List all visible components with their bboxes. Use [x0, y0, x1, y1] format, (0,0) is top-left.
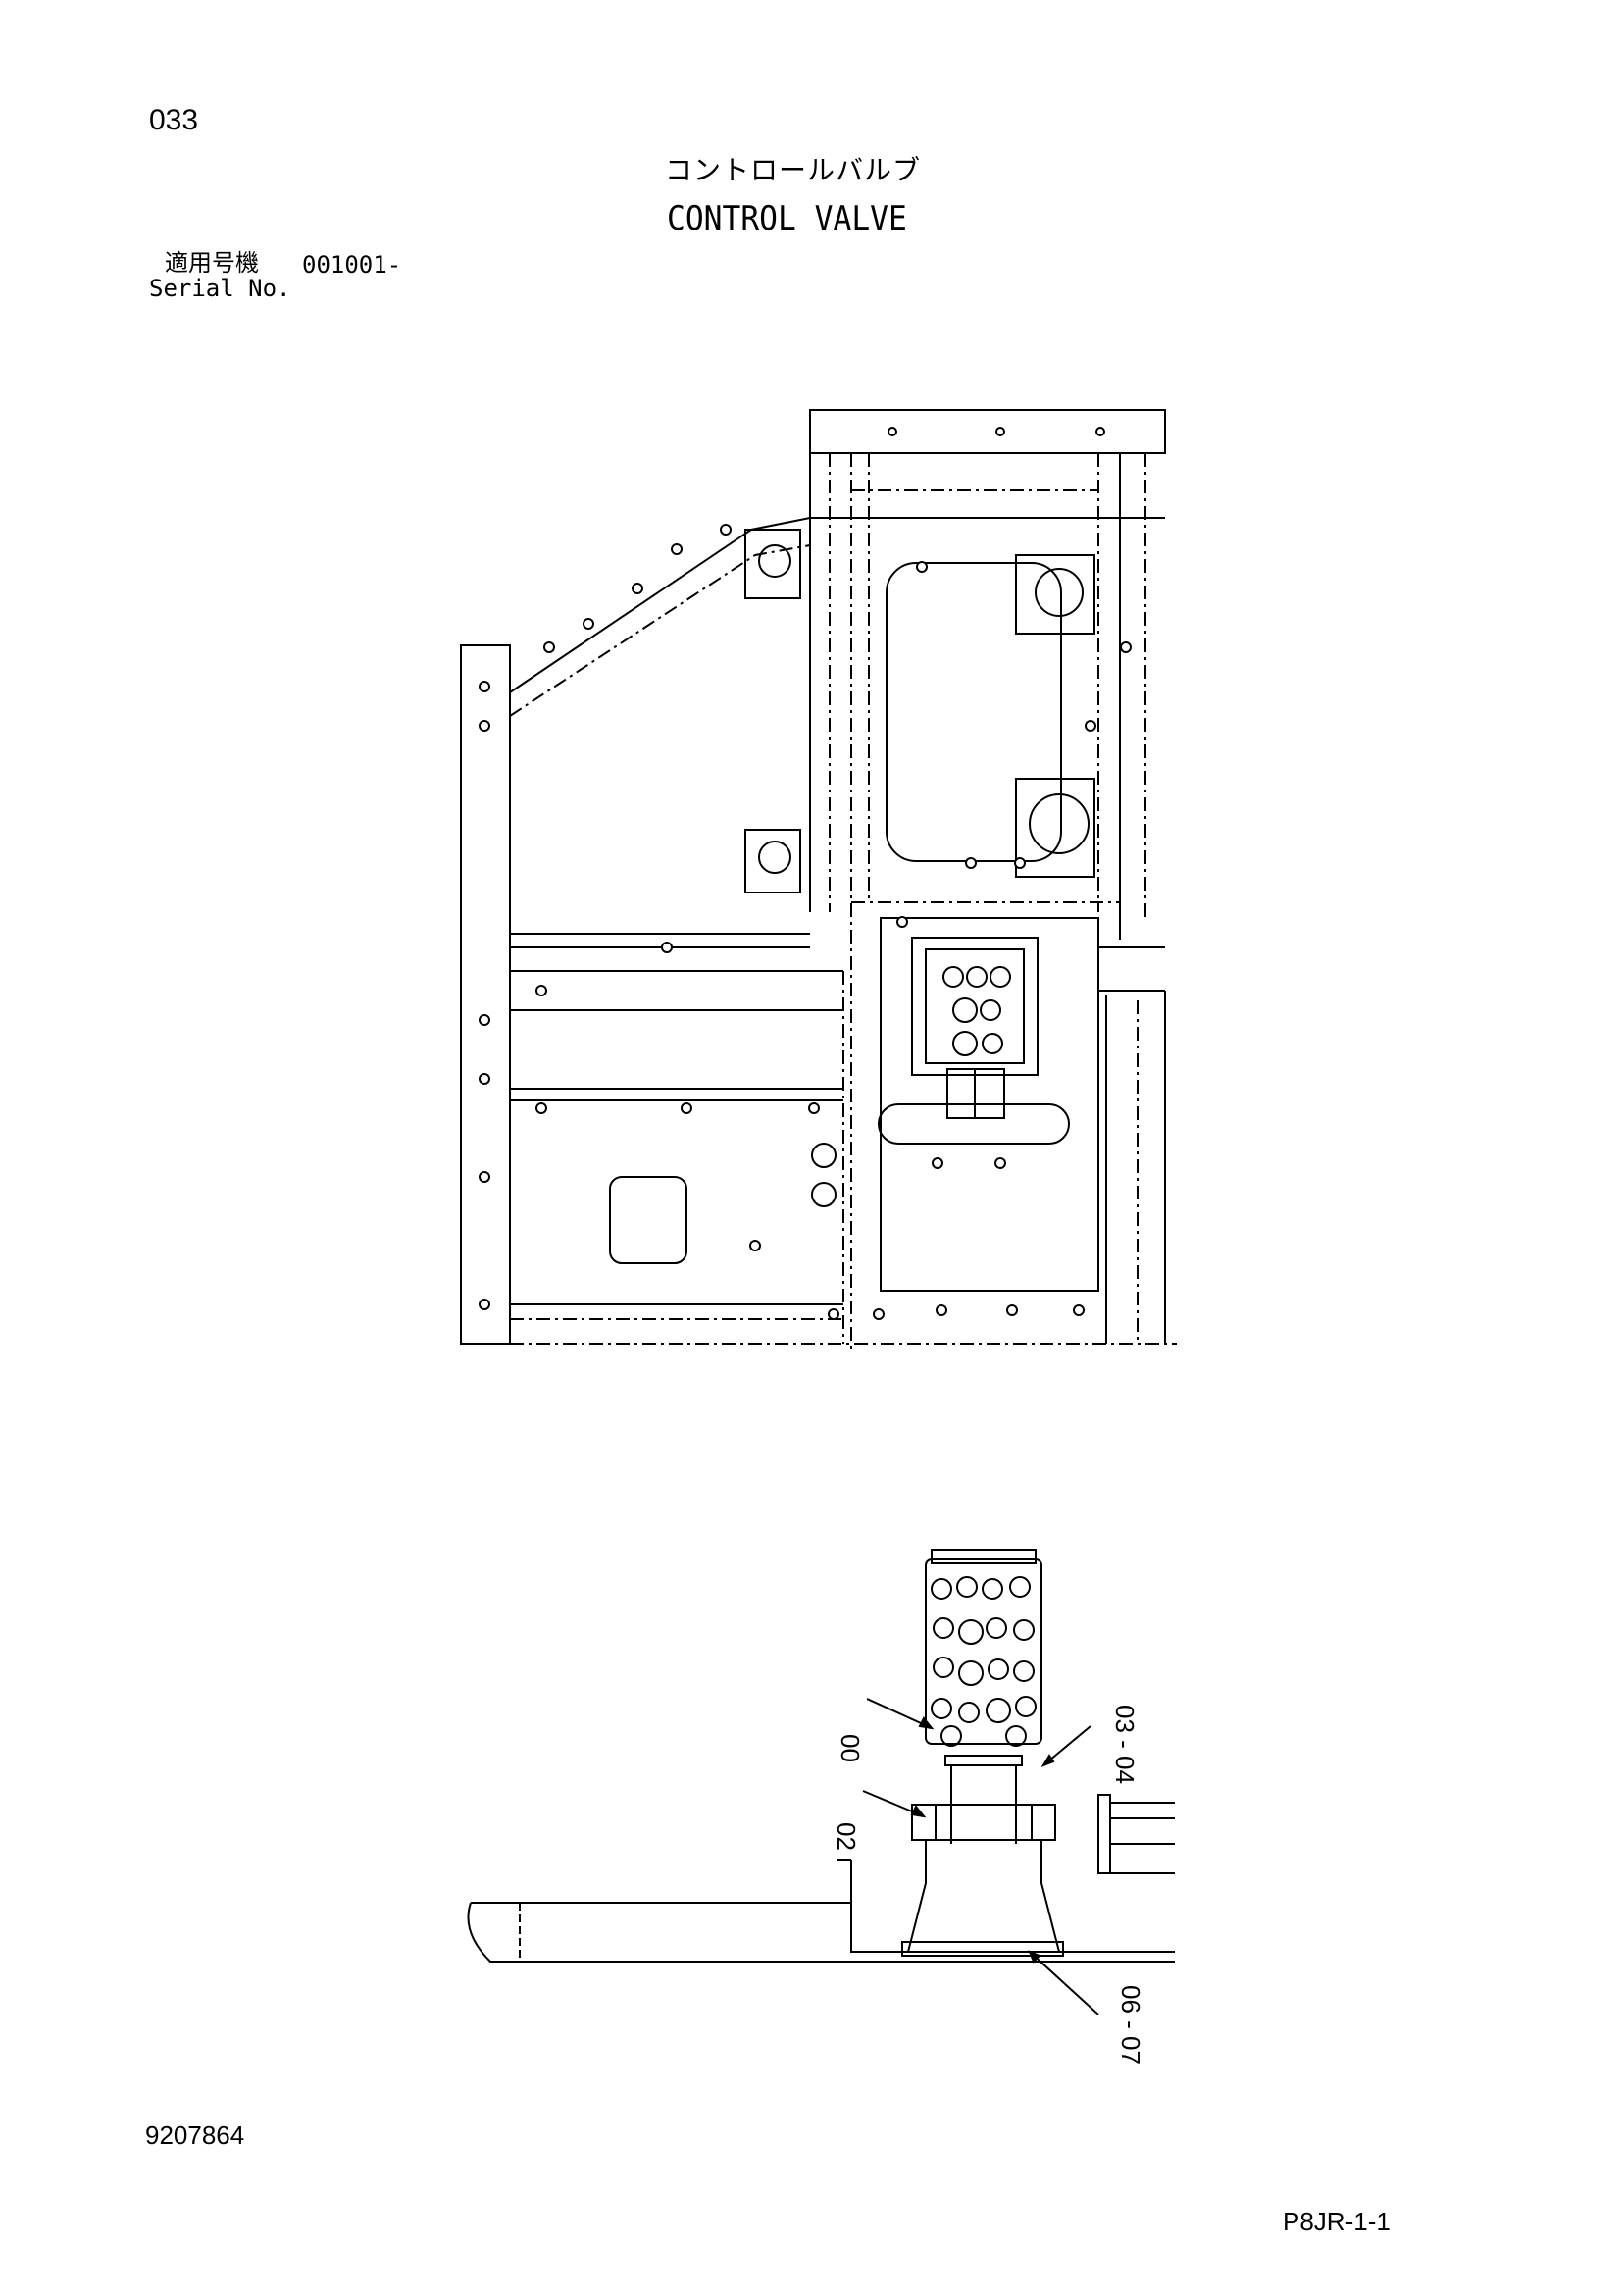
title-japanese: コントロールバルブ [665, 154, 922, 186]
bolt-markers [479, 427, 1132, 1320]
callout-00: 00 [836, 1734, 865, 1762]
page-number: 033 [149, 104, 199, 136]
title-english: CONTROL VALVE [667, 199, 907, 238]
sheet-code: P8JR-1-1 [1283, 2207, 1391, 2236]
callout-leaders [862, 1698, 1099, 2015]
side-view-drawing [467, 1549, 1175, 1963]
top-view-drawing [460, 409, 1177, 1353]
callout-03-04: 03 - 04 [1110, 1705, 1140, 1784]
callout-06-07: 06 - 07 [1116, 1985, 1145, 2065]
callout-02: 02 [832, 1822, 861, 1851]
serial-value: 001001- [302, 251, 402, 279]
document-number: 9207864 [145, 2120, 245, 2150]
serial-label-english: Serial No. [149, 275, 291, 302]
serial-label-japanese: 適用号機 [165, 249, 259, 277]
